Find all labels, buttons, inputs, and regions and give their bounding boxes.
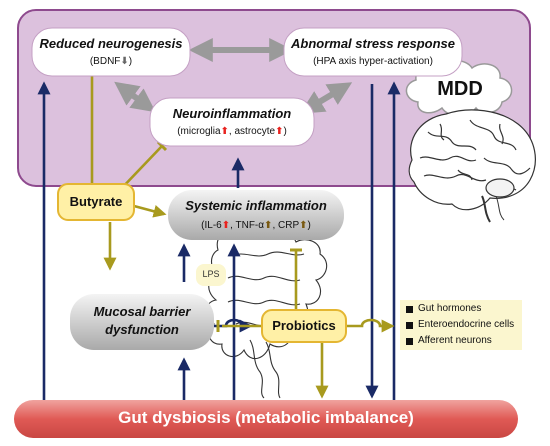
crp-up-icon: ⬆: [299, 220, 308, 231]
gray-arrow-neuro-inflam: [114, 81, 156, 113]
lps-box: [196, 264, 226, 286]
probiotics-label: Probiotics: [272, 318, 336, 333]
olive-arrow-butyrate-systemic: [133, 204, 167, 218]
lps-label: LPS: [202, 269, 220, 279]
abnormal-stress-box: [283, 27, 463, 77]
bdnf-down-icon: ⬇: [120, 56, 129, 67]
list-bullet-1: [406, 306, 413, 313]
gut-list-box: [400, 300, 522, 350]
mucosal-barrier-line2: dysfunction: [105, 322, 179, 337]
il6-up-icon: ⬆: [221, 220, 231, 231]
butyrate-box: [57, 183, 135, 221]
navy-arrows: [37, 81, 401, 400]
systemic-inflammation-box: [168, 190, 344, 240]
list-bullet-2: [406, 322, 413, 329]
neuroinflammation-box: [149, 97, 315, 147]
olive-arrows: [86, 58, 395, 399]
neuroinflammation-title: Neuroinflammation: [172, 106, 292, 121]
brain-icon: [408, 109, 536, 223]
olive-inhibit-butyrate-neuroinflam: [119, 145, 163, 191]
reduced-neurogenesis-box: [31, 27, 191, 77]
systemic-inflammation-title: Systemic inflammation: [185, 198, 327, 213]
list-bullet-3: [406, 338, 413, 345]
probiotics-box: [261, 309, 347, 343]
mucosal-barrier-line1: Mucosal barrier: [93, 304, 191, 319]
gut-dysbiosis-bar: [14, 400, 518, 438]
reduced-neurogenesis-sub: (BDNF⬇): [89, 56, 133, 67]
neuroinflammation-sub: (microglia⬆, astrocyte⬆): [177, 126, 287, 137]
systemic-inflammation-sub: (IL-6⬆, TNF-α⬆, CRP⬆): [201, 220, 311, 231]
gut-list-item-3: Afferent neurons: [418, 335, 492, 346]
abnormal-stress-sub: (HPA axis hyper-activation): [313, 56, 433, 67]
abnormal-stress-title: Abnormal stress response: [290, 36, 455, 51]
microglia-up-icon: ⬆: [220, 126, 229, 137]
mucosal-barrier-box: [70, 294, 214, 350]
astrocyte-up-icon: ⬆: [275, 126, 284, 137]
reduced-neurogenesis-title: Reduced neurogenesis: [39, 36, 183, 51]
gut-list-item-2: Enteroendocrine cells: [418, 319, 515, 330]
gut-list-item-1: Gut hormones: [418, 303, 482, 314]
gray-arrow-stress-inflam: [299, 82, 353, 114]
mdd-label: MDD: [437, 78, 483, 100]
gut-dysbiosis-label: Gut dysbiosis (metabolic imbalance): [118, 408, 414, 427]
olive-arrow-probiotics-list: [346, 318, 395, 333]
butyrate-label: Butyrate: [69, 194, 123, 209]
tnf-up-icon: ⬆: [264, 220, 273, 231]
